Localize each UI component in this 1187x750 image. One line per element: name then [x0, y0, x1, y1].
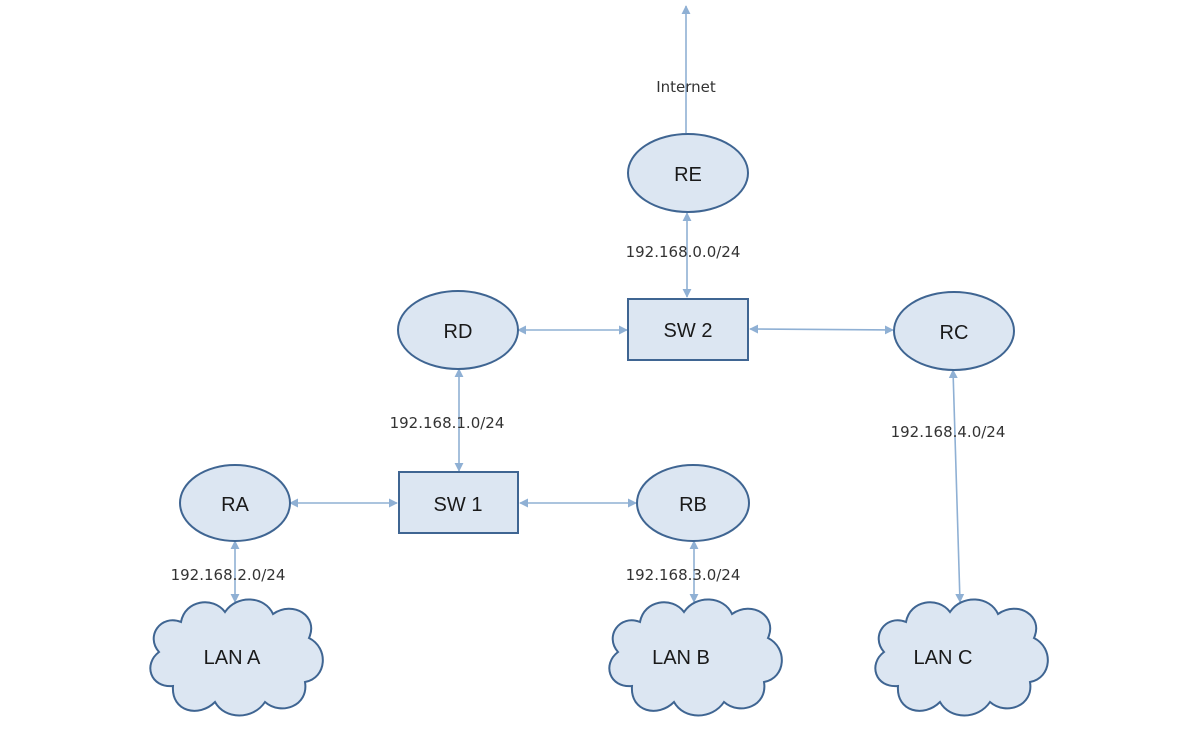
- router-ra-label: RA: [221, 494, 249, 516]
- internet-label: Internet: [656, 78, 716, 96]
- router-ra: RA: [179, 464, 291, 542]
- switch-sw2: SW 2: [627, 298, 749, 361]
- subnet-label-re-sw2: 192.168.0.0/24: [626, 243, 741, 261]
- subnet-label-rd-sw1: 192.168.1.0/24: [390, 414, 505, 432]
- switch-sw1: SW 1: [398, 471, 519, 534]
- router-re-shape: [627, 133, 749, 213]
- router-rc: RC: [893, 291, 1015, 371]
- link-sw2-rc: [749, 324, 894, 335]
- lan-c-label: LAN C: [914, 647, 973, 669]
- subnet-label-rb-lanb: 192.168.3.0/24: [626, 566, 741, 584]
- switch-sw1-shape: [398, 471, 519, 534]
- lan-a-cloud: LAN A: [149, 598, 324, 717]
- router-rb: RB: [636, 464, 750, 542]
- lan-b-label: LAN B: [652, 647, 710, 669]
- subnet-label-rc-lanc: 192.168.4.0/24: [891, 423, 1006, 441]
- subnet-label-ra-lana: 192.168.2.0/24: [171, 566, 286, 584]
- switch-sw2-shape: [627, 298, 749, 361]
- lan-a-label: LAN A: [204, 647, 261, 669]
- link-rc-lanc: [948, 369, 965, 603]
- router-re-label: RE: [674, 164, 702, 186]
- router-re: RE: [627, 133, 749, 213]
- router-rd: RD: [397, 290, 519, 370]
- lan-c-cloud: LAN C: [874, 598, 1049, 717]
- router-rb-label: RB: [679, 494, 707, 516]
- router-rb-shape: [636, 464, 750, 542]
- router-ra-shape: [179, 464, 291, 542]
- router-rc-label: RC: [940, 322, 969, 344]
- router-rd-label: RD: [444, 321, 473, 343]
- switch-sw1-label: SW 1: [434, 494, 483, 516]
- router-rd-shape: [397, 290, 519, 370]
- router-rc-shape: [893, 291, 1015, 371]
- lan-b-cloud: LAN B: [608, 598, 783, 717]
- switch-sw2-label: SW 2: [664, 320, 713, 342]
